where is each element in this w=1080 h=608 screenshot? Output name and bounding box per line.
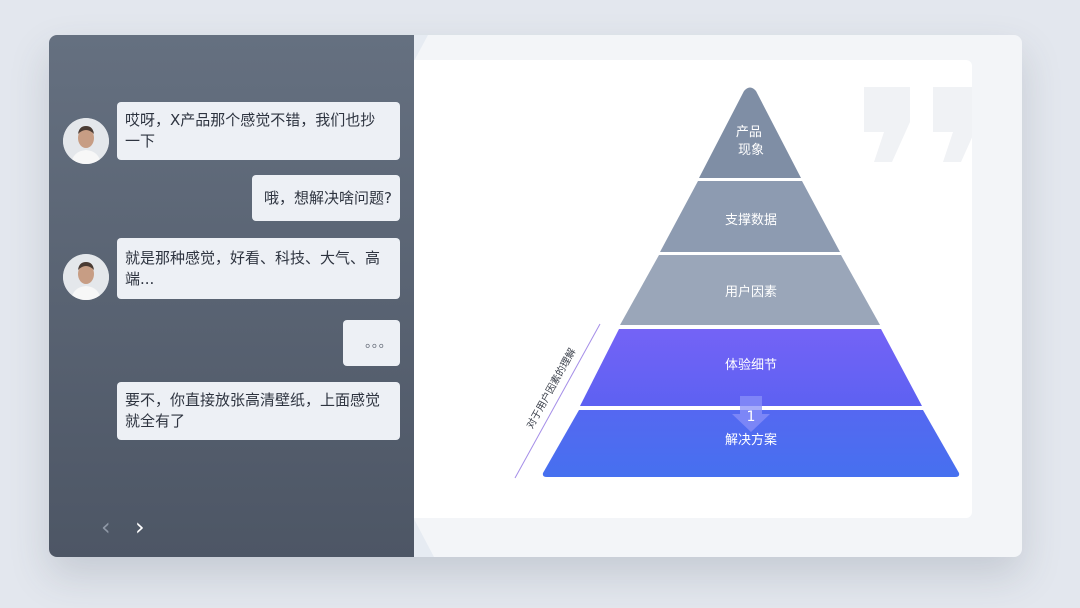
pyramid-layer-4 [580,329,922,406]
avatar-face-icon [63,118,109,164]
chat-bubble-incoming: 就是那种感觉，好看、科技、大气、高 端... [117,238,400,299]
avatar [63,118,109,164]
chat-message-line: 一下 [125,132,156,150]
chat-bubble-incoming: 要不，你直接放张高清壁纸，上面感觉 就全有了 [117,382,400,440]
pyramid-panel: 1 产品 现象 支撑数据 用户因素 体验细节 解决方案 对于用户因素的理解 [414,60,979,518]
chat-bubble-incoming: 哎呀，X产品那个感觉不错，我们也抄 一下 [117,102,400,160]
chat-panel: 哎呀，X产品那个感觉不错，我们也抄 一下 哦，想解决啥问题? 就是那种感觉，好看… [49,35,414,557]
side-annotation: 对于用户因素的理解 [523,346,578,431]
quote-mark-icon [864,87,979,162]
chat-bubble-outgoing: 。。。 [343,320,400,366]
pyramid-layer-3 [620,255,880,325]
layer-label: 体验细节 [725,357,777,373]
corner-decoration [414,35,428,61]
layer-label: 用户因素 [725,284,777,300]
chat-message-line: 要不，你直接放张高清壁纸，上面感觉 [125,391,381,409]
chat-message-text: 哦，想解决啥问题? [264,188,392,207]
chevron-right-icon[interactable]: › [135,513,145,541]
avatar-face-icon [63,254,109,300]
annotation-line [514,323,601,479]
chat-message-line: 哎呀，X产品那个感觉不错，我们也抄 [125,111,376,129]
chat-message-line: 端... [125,269,155,288]
layer-label: 支撑数据 [725,213,777,228]
pyramid-layer-1 [699,87,801,178]
chat-message-line: 就是那种感觉，好看、科技、大气、高 [125,248,381,267]
marker-number: 1 [747,409,756,425]
layer-label: 解决方案 [725,432,777,448]
pyramid-diagram: 1 产品 现象 支撑数据 用户因素 体验细节 解决方案 对于用户因素的理解 [514,87,979,479]
corner-decoration [414,519,434,557]
pyramid-layer-2 [660,181,840,252]
svg-text:产品 现象: 产品 现象 [736,125,766,158]
pyramid-layer-5 [542,410,960,477]
chat-message-line: 就全有了 [125,412,186,430]
slide-card: 哎呀，X产品那个感觉不错，我们也抄 一下 哦，想解决啥问题? 就是那种感觉，好看… [49,35,1022,557]
chat-bubble-outgoing: 哦，想解决啥问题? [252,175,400,221]
arrow-marker: 1 [732,396,770,432]
avatar [63,254,109,300]
chat-message-text: 。。。 [365,335,392,351]
chevron-left-icon[interactable]: ‹ [101,513,111,541]
layer-label: 产品 [736,125,762,140]
layer-label: 现象 [738,143,764,158]
